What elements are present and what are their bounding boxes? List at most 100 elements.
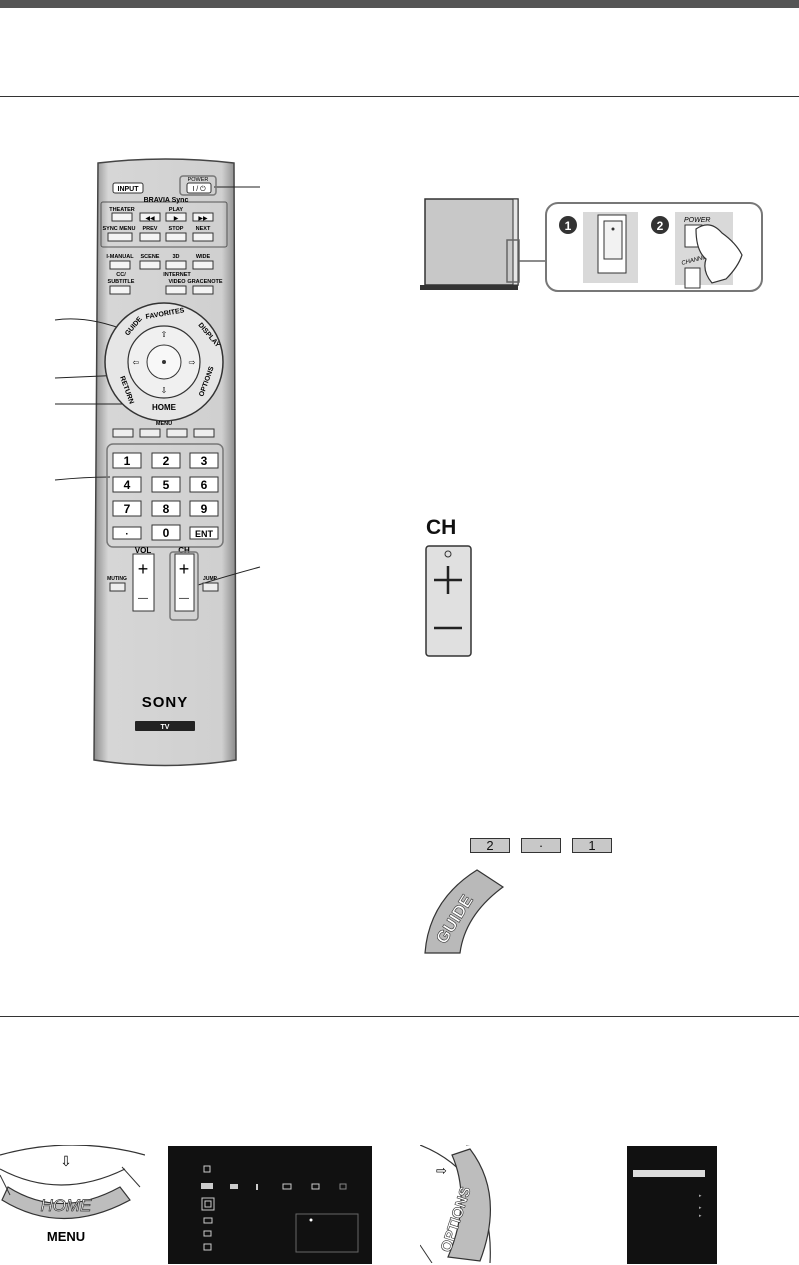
numeric-keypad-panel <box>106 443 224 548</box>
home-ring-label: HOME <box>152 403 177 412</box>
ch-label: CH <box>178 546 190 555</box>
digit-button-7 <box>112 500 142 517</box>
internet-label-1: INTERNET <box>163 272 191 278</box>
step1-number: 1 <box>565 219 572 233</box>
ent-label: ENT <box>195 529 214 539</box>
cc-label-1: CC/ <box>116 272 126 278</box>
tv-badge-label: TV <box>161 724 170 731</box>
next-label: NEXT <box>196 226 211 232</box>
options-menu-highlight <box>633 1170 705 1177</box>
cc-button <box>109 285 131 295</box>
rewind-button <box>139 212 161 222</box>
dot-button <box>112 526 142 540</box>
finger <box>695 224 743 284</box>
gracenote-button <box>192 285 214 295</box>
ch-minus: — <box>179 593 189 604</box>
vol-plus: + <box>138 559 149 579</box>
svg-text:▶: ▶ <box>174 216 179 222</box>
ch-plus: + <box>179 559 190 579</box>
scene-label: SCENE <box>141 254 160 260</box>
preview-pane <box>295 1213 359 1253</box>
digit-button-1 <box>112 452 142 469</box>
power-label: POWER <box>188 177 209 183</box>
ch-enlarged-label: CH <box>426 516 457 539</box>
cc-label-2: SUBTITLE <box>108 279 135 285</box>
digit-button-8 <box>151 500 181 517</box>
internet-video-button <box>165 285 187 295</box>
power-button <box>186 182 212 194</box>
wide-label: WIDE <box>196 254 211 260</box>
home-button-figure: ⇩ HOME MENU <box>0 1145 145 1244</box>
top-thick-rule <box>0 0 799 8</box>
menu-closeup-label: MENU <box>47 1229 85 1244</box>
svg-text:▸: ▸ <box>699 1213 702 1219</box>
callout-line-numbers <box>54 476 111 481</box>
ch-enlarged-button <box>425 545 472 657</box>
digit-button-2 <box>151 452 181 469</box>
svg-text:⇨: ⇨ <box>436 1163 447 1178</box>
svg-text:⇨: ⇨ <box>189 358 196 367</box>
power-side-label: POWER <box>684 217 710 224</box>
guide-arc-figure: GUIDE <box>424 869 505 954</box>
middle-thin-rule <box>0 1016 799 1017</box>
color-button-1 <box>112 428 134 438</box>
stop-label: STOP <box>169 226 184 232</box>
input-label: INPUT <box>118 186 140 193</box>
next-button <box>192 232 214 242</box>
options-menu-screen: ▸ ▸ ▸ <box>627 1146 717 1264</box>
dot-label: · <box>125 529 128 540</box>
gracenote-label: GRACENOTE <box>187 279 222 285</box>
bravia-sync-label: BRAVIA Sync <box>144 197 189 204</box>
color-button-4 <box>193 428 215 438</box>
sync-menu-button <box>107 232 133 242</box>
svg-text:▸: ▸ <box>699 1193 702 1199</box>
svg-text:⇩: ⇩ <box>161 386 168 395</box>
theater-button <box>111 212 133 222</box>
jump-label: JUMP <box>203 576 218 582</box>
i-manual-label: I-MANUAL <box>106 254 134 260</box>
internet-label-2: VIDEO <box>168 279 186 285</box>
tv-body <box>424 198 519 286</box>
digit-button-9 <box>189 500 219 517</box>
digit-button-6 <box>189 476 219 493</box>
muting-button <box>109 582 126 592</box>
digit-label-7: 7 <box>124 502 131 516</box>
menu-label: MENU <box>156 421 172 427</box>
3d-label: 3D <box>172 254 179 260</box>
key-dot: · <box>521 838 561 853</box>
digit-button-4 <box>112 476 142 493</box>
ent-button <box>189 526 219 540</box>
prev-label: PREV <box>143 226 158 232</box>
power-symbol: I / ⏻ <box>192 185 206 193</box>
ch-rocker <box>174 553 195 612</box>
ch-outline <box>169 551 199 621</box>
svg-text:⇦: ⇦ <box>133 358 140 367</box>
home-menu-screen <box>168 1146 372 1264</box>
digit-button-5 <box>151 476 181 493</box>
key-1: 1 <box>572 838 612 853</box>
prev-button <box>139 232 161 242</box>
digit-label-4: 4 <box>124 478 131 492</box>
digit-label-2: 2 <box>163 454 170 468</box>
key-sequence: 2 · 1 <box>470 838 612 853</box>
vol-minus: — <box>138 593 148 604</box>
3d-button <box>165 260 187 270</box>
play-button <box>165 212 187 222</box>
tv-power-figure: 1 2 POWER CHANNEL <box>420 198 763 292</box>
svg-text:◀◀: ◀◀ <box>145 216 155 222</box>
digit-button-0 <box>151 524 181 541</box>
home-closeup-label: HOME <box>41 1196 93 1215</box>
remote-control-illustration: INPUT POWER I / ⏻ BRAVIA Sync THEATER PL… <box>54 158 261 767</box>
color-button-3 <box>166 428 188 438</box>
vol-label: VOL <box>135 546 152 555</box>
digit-label-6: 6 <box>201 478 208 492</box>
scene-button <box>139 260 161 270</box>
muting-label: MUTING <box>107 576 127 582</box>
stop-button <box>165 232 187 242</box>
svg-text:▸: ▸ <box>699 1205 702 1211</box>
digit-label-8: 8 <box>163 502 170 516</box>
digit-label-3: 3 <box>201 454 208 468</box>
svg-text:⇧: ⇧ <box>161 330 168 339</box>
sync-menu-label: SYNC MENU <box>102 226 135 232</box>
